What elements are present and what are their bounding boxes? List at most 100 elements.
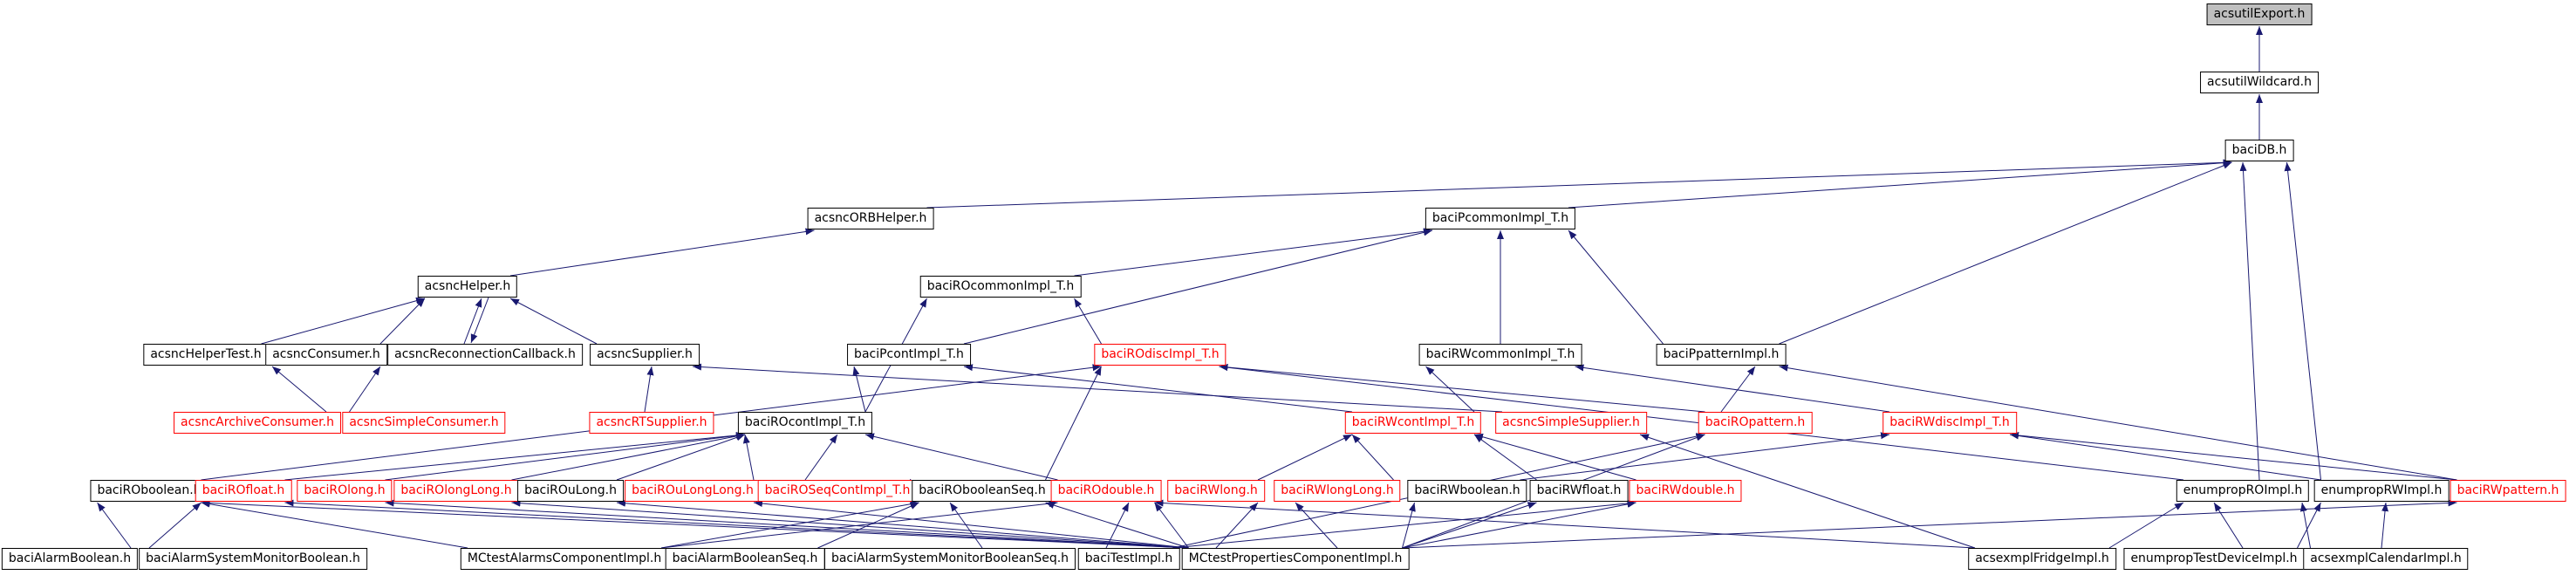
include-edge bbox=[379, 298, 426, 345]
include-edge bbox=[1425, 366, 1475, 413]
include-edge bbox=[1402, 500, 1636, 549]
include-edge bbox=[201, 500, 468, 549]
include-edge bbox=[2009, 432, 2457, 481]
graph-node-acsexmplcalendarimpl-h[interactable]: acsexmplCalendarImpl.h bbox=[2303, 548, 2469, 570]
graph-node-bacirolong-h[interactable]: baciROlong.h bbox=[297, 480, 393, 502]
graph-node-baciropattern-h[interactable]: baciROpattern.h bbox=[1698, 412, 1813, 434]
include-edge bbox=[1172, 499, 1636, 549]
include-edge bbox=[616, 434, 746, 481]
graph-node-acsncarchiveconsumer-h[interactable]: acsncArchiveConsumer.h bbox=[174, 412, 341, 434]
graph-node-bacirofloat-h[interactable]: baciROfloat.h bbox=[195, 480, 292, 502]
include-edge bbox=[261, 297, 426, 345]
graph-node-bacirolonglong-h[interactable]: baciROlongLong.h bbox=[393, 480, 519, 502]
graph-node-bacialarmsystemmonitorboolean-h[interactable]: baciAlarmSystemMonitorBoolean.h bbox=[139, 548, 367, 570]
include-edge bbox=[1402, 502, 1416, 549]
graph-node-mctestalarmscomponentimpl-h[interactable]: MCtestAlarmsComponentImpl.h bbox=[460, 548, 669, 570]
graph-node-acsncsimplesupplier-h[interactable]: acsncSimpleSupplier.h bbox=[1495, 412, 1647, 434]
include-edge bbox=[804, 434, 838, 481]
include-edge bbox=[864, 433, 1058, 481]
graph-node-acsutilwildcard-h[interactable]: acsutilWildcard.h bbox=[2200, 72, 2319, 93]
include-edge bbox=[470, 297, 489, 344]
graph-node-bacidb-h[interactable]: baciDB.h bbox=[2224, 140, 2294, 161]
include-edge bbox=[148, 502, 202, 549]
graph-node-bacipcontimpl-t-h[interactable]: baciPcontImpl_T.h bbox=[847, 344, 971, 366]
graph-node-bacirocommonimpl-t-h[interactable]: baciROcommonImpl_T.h bbox=[919, 276, 1082, 298]
include-edge bbox=[644, 366, 654, 413]
include-edge bbox=[2381, 502, 2389, 549]
include-edge bbox=[1720, 366, 1756, 413]
graph-node-bacirwlong-h[interactable]: baciRWlong.h bbox=[1167, 480, 1265, 502]
graph-node-baciroboolean-h[interactable]: baciROboolean.h bbox=[90, 480, 208, 502]
include-edge bbox=[1045, 502, 1189, 549]
graph-node-acsncsimpleconsumer-h[interactable]: acsncSimpleConsumer.h bbox=[342, 412, 506, 434]
graph-node-bacitestimpl-h[interactable]: baciTestImpl.h bbox=[1077, 548, 1180, 570]
graph-node-bacirodiscimpl-t-h[interactable]: baciROdiscImpl_T.h bbox=[1094, 344, 1227, 366]
include-edge bbox=[1779, 161, 2232, 345]
include-edge bbox=[660, 500, 1058, 549]
graph-node-bacipcommonimpl-t-h[interactable]: baciPcommonImpl_T.h bbox=[1425, 208, 1576, 229]
graph-node-bacirwcontimpl-t-h[interactable]: baciRWcontImpl_T.h bbox=[1344, 412, 1482, 434]
graph-node-bacialarmbooleanseq-h[interactable]: baciAlarmBooleanSeq.h bbox=[665, 548, 825, 570]
graph-node-acsexmplfridgeimpl-h[interactable]: acsexmplFridgeImpl.h bbox=[1968, 548, 2116, 570]
include-edge bbox=[963, 364, 1353, 413]
include-edge bbox=[949, 502, 983, 549]
graph-node-acsncconsumer-h[interactable]: acsncConsumer.h bbox=[265, 344, 387, 366]
include-edge bbox=[1154, 502, 1189, 549]
include-edge bbox=[2108, 502, 2184, 549]
include-edge bbox=[1074, 228, 1433, 277]
graph-node-bacirwpattern-h[interactable]: baciRWpattern.h bbox=[2450, 480, 2566, 502]
graph-node-enumproproimpl-h[interactable]: enumpropROImpl.h bbox=[2176, 480, 2310, 502]
include-edge bbox=[616, 499, 1189, 549]
graph-node-acsncsupplier-h[interactable]: acsncSupplier.h bbox=[590, 344, 700, 366]
graph-node-bacirwfloat-h[interactable]: baciRWfloat.h bbox=[1529, 480, 1629, 502]
graph-node-bacirwlonglong-h[interactable]: baciRWlongLong.h bbox=[1274, 480, 1401, 502]
include-edge bbox=[2239, 161, 2260, 481]
graph-node-acsnchelper-h[interactable]: acsncHelper.h bbox=[417, 276, 518, 298]
include-edge bbox=[1520, 432, 1890, 481]
graph-node-bacirobooleanseq-h[interactable]: baciRObooleanSeq.h bbox=[912, 480, 1053, 502]
graph-node-bacirwdouble-h[interactable]: baciRWdouble.h bbox=[1629, 480, 1742, 502]
graph-node-bacippatternimpl-h[interactable]: baciPpatternImpl.h bbox=[1656, 344, 1787, 366]
include-edge bbox=[97, 502, 132, 549]
include-edge bbox=[1045, 366, 1102, 481]
include-edge bbox=[2213, 502, 2244, 549]
include-edge bbox=[1473, 433, 1636, 481]
include-edge bbox=[284, 432, 746, 481]
graph-node-acsncrtsupplier-h[interactable]: acsncRTSupplier.h bbox=[589, 412, 714, 434]
include-edge bbox=[692, 363, 1503, 413]
include-edge bbox=[511, 432, 746, 481]
graph-node-baciroulong-h[interactable]: baciROuLong.h bbox=[517, 480, 624, 502]
include-edge bbox=[1295, 502, 1338, 549]
include-edge bbox=[2297, 502, 2321, 549]
include-edge bbox=[349, 366, 381, 413]
include-edge bbox=[1215, 502, 1259, 549]
graph-node-acsncreconnectioncallback-h[interactable]: acsncReconnectionCallback.h bbox=[387, 344, 583, 366]
include-edge bbox=[284, 499, 1189, 549]
graph-node-acsnchelpertest-h[interactable]: acsncHelperTest.h bbox=[143, 344, 269, 366]
graph-node-bacirodouble-h[interactable]: baciROdouble.h bbox=[1050, 480, 1162, 502]
graph-node-enumproptestdeviceimpl-h[interactable]: enumpropTestDeviceImpl.h bbox=[2123, 548, 2305, 570]
include-edge bbox=[1779, 364, 2457, 481]
graph-node-bacirwboolean-h[interactable]: baciRWboolean.h bbox=[1407, 480, 1527, 502]
graph-node-baciroseqcontimpl-t-h[interactable]: baciROSeqContImpl_T.h bbox=[757, 480, 918, 502]
include-edge bbox=[1568, 159, 2232, 209]
graph-node-enumproprwimpl-h[interactable]: enumpropRWImpl.h bbox=[2313, 480, 2450, 502]
graph-node-bacialarmsystemmonitorbooleanseq-h[interactable]: baciAlarmSystemMonitorBooleanSeq.h bbox=[823, 548, 1076, 570]
include-edge bbox=[509, 228, 815, 277]
graph-node-bacialarmboolean-h[interactable]: baciAlarmBoolean.h bbox=[1, 548, 139, 570]
include-edge bbox=[1568, 229, 1664, 345]
include-edge bbox=[509, 298, 598, 345]
graph-node-baciroulonglong-h[interactable]: baciROuLongLong.h bbox=[625, 480, 761, 502]
graph-node-bacirwdiscimpl-t-h[interactable]: baciRWdiscImpl_T.h bbox=[1882, 412, 2017, 434]
graph-node-acsncorbhelper-h[interactable]: acsncORBHelper.h bbox=[807, 208, 934, 229]
include-edge bbox=[271, 366, 327, 413]
include-edge bbox=[926, 159, 2232, 209]
graph-node-bacirwcommonimpl-t-h[interactable]: baciRWcommonImpl_T.h bbox=[1418, 344, 1582, 366]
include-edge bbox=[385, 432, 746, 481]
include-edge bbox=[1639, 434, 1976, 549]
include-edge bbox=[385, 499, 1189, 549]
graph-node-bacirocontimpl-t-h[interactable]: baciROcontImpl_T.h bbox=[737, 412, 873, 434]
graph-node-mctestpropertiescomponentimpl-h[interactable]: MCtestPropertiesComponentImpl.h bbox=[1181, 548, 1410, 570]
include-edge bbox=[1575, 364, 1890, 413]
